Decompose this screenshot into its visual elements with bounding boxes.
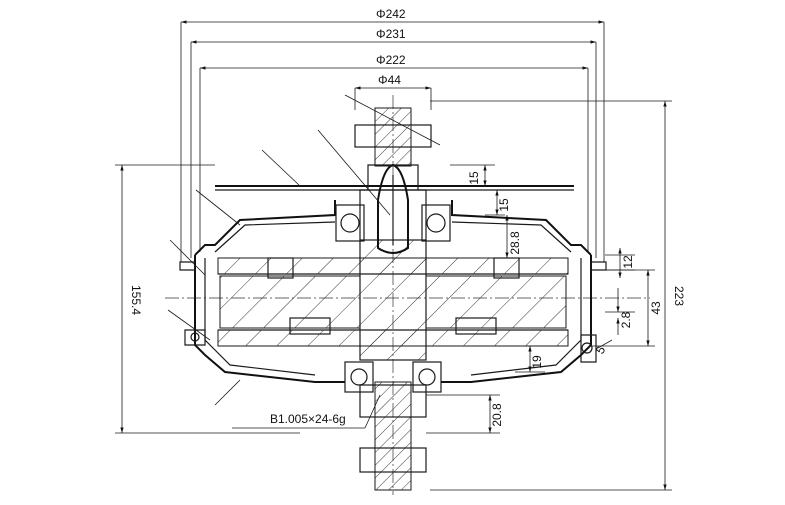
top-dimension-group: Φ242 Φ231 Φ222 Φ44 xyxy=(180,7,605,262)
dim-5: 5 xyxy=(593,343,609,356)
dim-15-upper: 15 xyxy=(467,171,481,185)
dim-19: 19 xyxy=(530,355,544,369)
left-dimension-group: 155.4 xyxy=(115,164,300,434)
housing xyxy=(179,200,607,383)
dim-2-8: 2.8 xyxy=(619,311,633,328)
dim-28-8: 28.8 xyxy=(508,231,522,255)
central-shaft xyxy=(354,107,432,491)
spline-spec-label: B1.005×24-6g xyxy=(270,412,346,426)
dim-223: 223 xyxy=(672,286,686,306)
leader-lines xyxy=(167,94,441,429)
dim-20-8: 20.8 xyxy=(490,403,504,427)
dim-155-4: 155.4 xyxy=(129,285,143,315)
dim-phi231: Φ231 xyxy=(376,27,406,41)
dim-43: 43 xyxy=(649,301,663,315)
dim-15-lower: 15 xyxy=(497,198,511,212)
dim-phi44: Φ44 xyxy=(378,73,401,87)
planet-carrier xyxy=(219,257,567,335)
dim-phi222: Φ222 xyxy=(376,53,406,67)
dim-12: 12 xyxy=(621,255,635,269)
dim-phi242: Φ242 xyxy=(376,7,406,21)
right-dimension-group: 223 xyxy=(430,100,686,491)
right-small-dimensions: 15 15 28.8 12 43 2.8 19 5 xyxy=(426,164,663,434)
bearings xyxy=(335,204,451,393)
